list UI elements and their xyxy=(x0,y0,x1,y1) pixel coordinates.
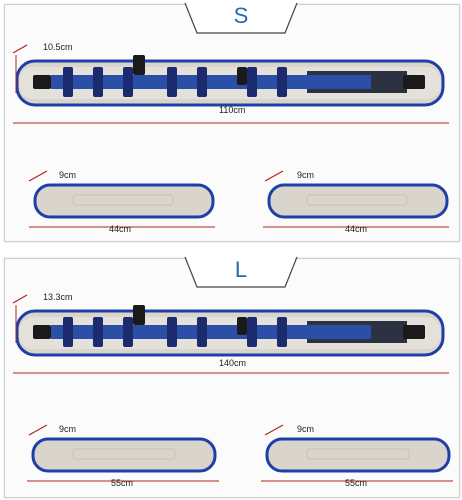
size-l-strap-1-arrow xyxy=(28,424,48,436)
size-l-strap-2-image xyxy=(265,437,451,473)
size-l-belt-width-arrow xyxy=(12,294,28,304)
size-l-strap-1-length-line xyxy=(27,480,219,482)
size-s-strap-2-length: 44cm xyxy=(345,224,368,234)
size-s-strap-1-length-line xyxy=(29,226,215,228)
size-l-strap-2-length: 55cm xyxy=(345,478,368,488)
size-s-strap-1-length: 44cm xyxy=(109,224,132,234)
size-s-belt-length-line xyxy=(13,122,449,124)
size-l-strap-2-arrow xyxy=(264,424,284,436)
size-s-belt-width-arrow xyxy=(12,44,28,54)
size-l-strap-1-length: 55cm xyxy=(111,478,134,488)
size-l-label: L xyxy=(234,257,248,282)
size-s-strap-1-arrow xyxy=(28,170,48,182)
size-s-strap-2-length-line xyxy=(263,226,449,228)
size-s-belt-width-line xyxy=(15,55,17,93)
size-s-strap-1-width: 9cm xyxy=(59,170,77,180)
size-l-belt-length: 140cm xyxy=(219,358,247,368)
size-l-belt-length-line xyxy=(13,372,449,374)
gait-belt-graphic xyxy=(15,305,445,357)
size-s-strap-1-image xyxy=(33,183,215,219)
size-l-strap-1-image xyxy=(31,437,217,473)
size-l-strap-2-width: 9cm xyxy=(297,424,315,434)
size-s-belt-image xyxy=(15,55,445,111)
size-l-strap-1-width: 9cm xyxy=(59,424,77,434)
size-s-belt-width: 10.5cm xyxy=(43,42,73,52)
size-s-strap-2-arrow xyxy=(264,170,284,182)
size-l-belt-image xyxy=(15,305,445,361)
size-s-label: S xyxy=(233,3,249,28)
size-s-panel: S 10.5cm xyxy=(4,2,460,242)
gait-belt-graphic xyxy=(15,55,445,107)
size-s-belt-length: 110cm xyxy=(219,105,246,115)
size-s-strap-2-image xyxy=(267,183,449,219)
size-l-belt-width: 13.3cm xyxy=(43,292,73,302)
size-s-tab: S xyxy=(183,0,299,37)
size-l-panel: L 13.3cm xyxy=(4,256,460,498)
size-l-tab: L xyxy=(183,253,299,291)
size-l-belt-width-line xyxy=(15,305,17,343)
size-s-strap-2-width: 9cm xyxy=(297,170,315,180)
size-l-strap-2-length-line xyxy=(261,480,453,482)
